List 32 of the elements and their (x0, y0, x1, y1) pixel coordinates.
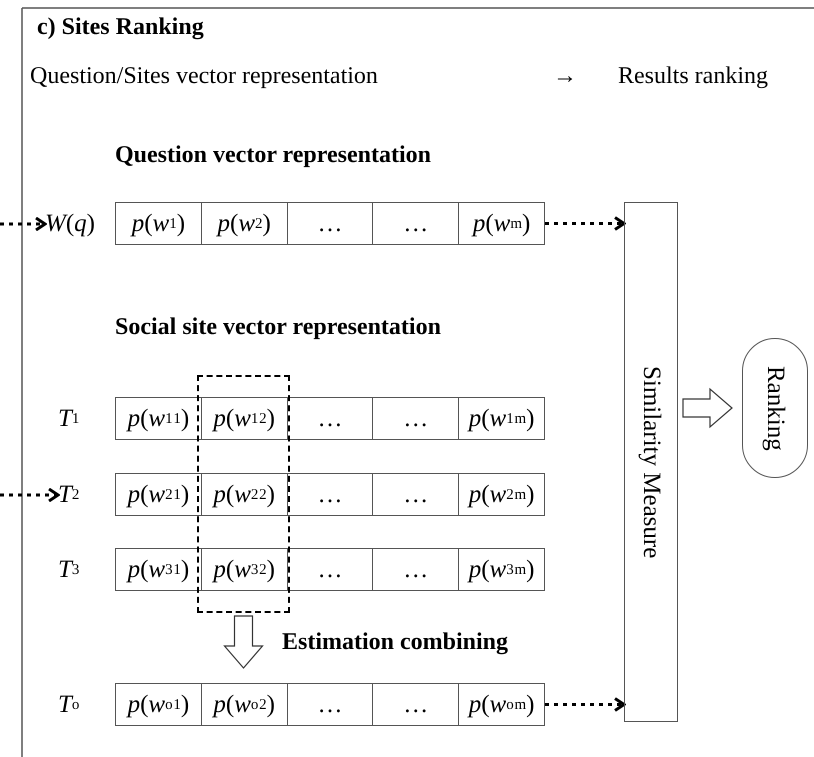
vector-row (115, 397, 545, 440)
header-text: Question/Sites vector representation (30, 63, 378, 90)
process-box (624, 202, 678, 722)
dashed-arrow (0, 216, 46, 232)
vector-row (115, 548, 545, 591)
dashed-arrow (0, 488, 60, 502)
header-text: Results ranking (618, 63, 768, 90)
dashed-selection-box (197, 375, 290, 613)
flow-arrow-glyph: → (553, 63, 577, 90)
vector-cell: … (286, 683, 374, 726)
box-text: Similarity Measure (637, 366, 665, 558)
vector-row (115, 202, 545, 245)
vector-cell: … (286, 473, 374, 516)
box-text: Ranking (761, 366, 789, 450)
dashed-arrow (545, 697, 626, 712)
vector-cell: … (372, 397, 460, 440)
vector-cell: … (372, 202, 460, 245)
diagram-title: c) Sites Ranking (37, 14, 204, 41)
block-arrow (223, 615, 264, 669)
section-heading: Estimation combining (282, 629, 508, 656)
vector-cell: … (372, 473, 460, 516)
section-heading: Social site vector representation (115, 314, 441, 341)
block-arrow (682, 388, 733, 428)
vector-label: W(q) (45, 202, 115, 245)
vector-cell: … (286, 202, 374, 245)
vector-row (115, 473, 545, 516)
terminal-box (742, 338, 808, 478)
section-heading: Question vector representation (115, 142, 431, 169)
vector-row (115, 683, 545, 726)
vector-cell: … (372, 548, 460, 591)
vector-cell: … (372, 683, 460, 726)
dashed-arrow (545, 216, 626, 231)
